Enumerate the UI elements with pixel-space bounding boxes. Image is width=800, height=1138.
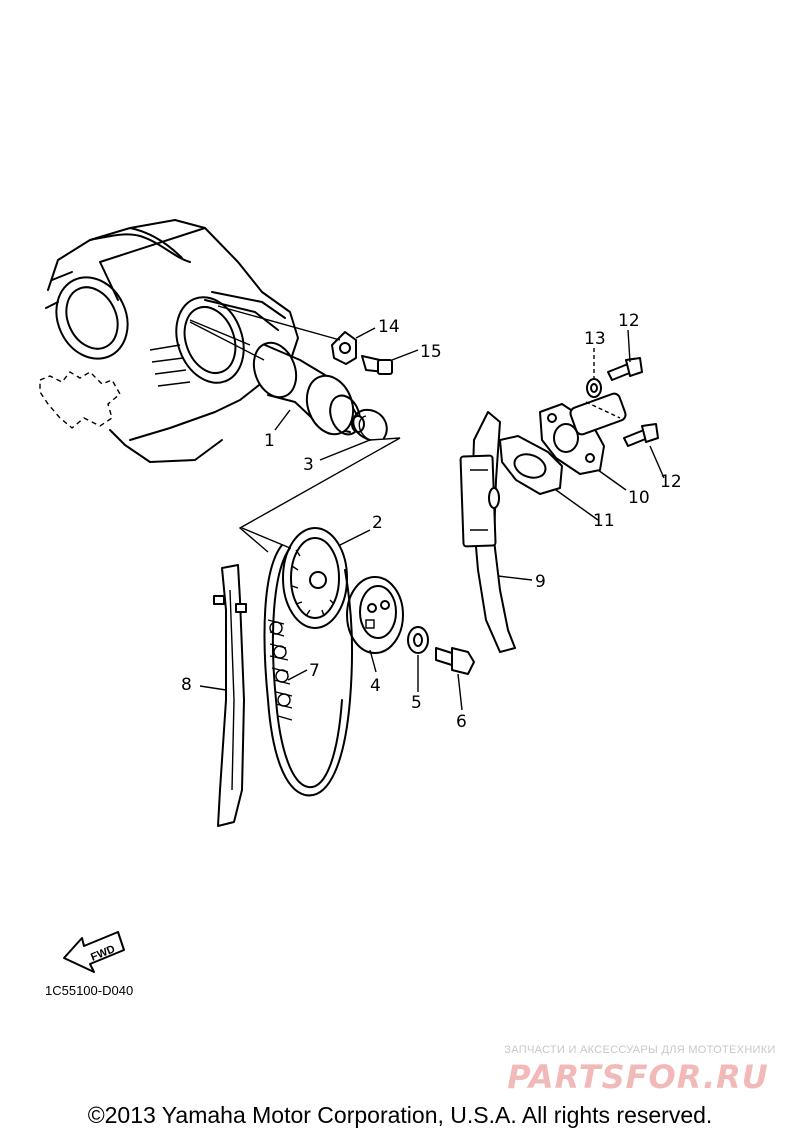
plate-bolt: [361, 355, 393, 375]
callout-12b: 12: [660, 472, 682, 492]
tensioner-guide: [459, 411, 516, 653]
callout-4: 4: [370, 676, 381, 696]
leader-lines: [189, 305, 665, 711]
callout-11: 11: [593, 511, 615, 531]
sprocket-bolt: [435, 647, 475, 675]
copyright-notice: ©2013 Yamaha Motor Corporation, U.S.A. A…: [87, 1102, 713, 1128]
fwd-arrow-icon: FWD: [63, 931, 125, 973]
callout-13: 13: [584, 329, 606, 349]
callout-5: 5: [411, 693, 422, 713]
watermark-logo: PARTSFOR.RU: [507, 1058, 769, 1096]
watermark-tagline: ЗАПЧАСТИ И АКСЕССУАРЫ ДЛЯ МОТОТЕХНИКИ: [504, 1044, 776, 1056]
washer: [407, 626, 429, 654]
callout-12a: 12: [618, 311, 640, 331]
cam-sprocket: [282, 527, 348, 629]
cam-chain: [263, 544, 354, 797]
callout-10: 10: [628, 488, 650, 508]
circlip: [352, 408, 388, 441]
cylinder-head: [39, 219, 299, 463]
callout-2: 2: [372, 513, 383, 533]
chain-guide: [213, 564, 247, 827]
callout-6: 6: [456, 712, 467, 732]
callout-15: 15: [420, 342, 442, 362]
tensioner-gasket: [499, 435, 563, 495]
camshaft-plate: [331, 331, 357, 365]
callout-14: 14: [378, 317, 400, 337]
callout-1: 1: [264, 431, 275, 451]
tensioner-washer: [586, 378, 602, 398]
tensioner-bolt-lower: [623, 423, 659, 447]
camshaft: [252, 341, 365, 436]
cam-pulley: [346, 576, 404, 654]
tensioner-bolt-upper: [607, 357, 643, 381]
callout-7: 7: [309, 661, 320, 681]
callout-9: 9: [535, 572, 546, 592]
tensioner-assembly: [539, 392, 627, 475]
diagram-code: 1C55100-D040: [45, 983, 133, 998]
callout-3: 3: [303, 455, 314, 475]
callout-8: 8: [181, 675, 192, 695]
